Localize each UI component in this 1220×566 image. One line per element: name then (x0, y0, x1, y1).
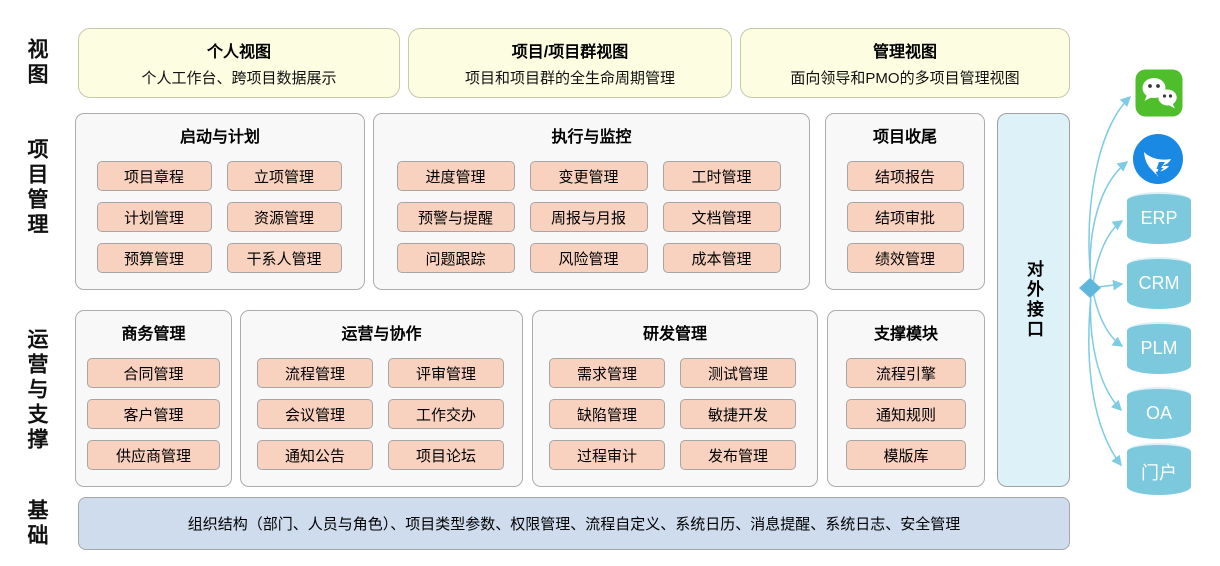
cylinder-shape (1127, 292, 1191, 309)
foundation-bar: 组织结构（部门、人员与角色）、项目类型参数、权限管理、流程自定义、系统日历、消息… (78, 497, 1070, 550)
module-box: 供应商管理 (87, 440, 220, 470)
cylinder-shape (1127, 422, 1191, 439)
view-box-project: 项目/项目群视图 项目和项目群的全生命周期管理 (408, 28, 732, 98)
system-cylinder-portal: 门户 (1127, 443, 1191, 495)
section-support-modules: 支撑模块 流程引擎 通知规则 模版库 (827, 310, 985, 487)
view-title: 管理视图 (872, 44, 937, 61)
view-subtitle: 项目和项目群的全生命周期管理 (464, 70, 675, 87)
module-box: 结项审批 (846, 202, 964, 232)
module-box: 成本管理 (662, 243, 781, 273)
cylinder-shape (1127, 357, 1191, 374)
cylinder-shape (1127, 443, 1191, 460)
module-box: 周报与月报 (529, 202, 648, 232)
section-title: 研发管理 (642, 326, 707, 343)
section-business: 商务管理 合同管理 客户管理 供应商管理 (75, 310, 232, 487)
module-box: 变更管理 (529, 161, 648, 191)
external-interface-label: 对外接口 (1024, 260, 1043, 340)
module-box: 预警与提醒 (396, 202, 515, 232)
module-box: 需求管理 (549, 358, 665, 388)
view-box-personal: 个人视图 个人工作台、跨项目数据展示 (78, 28, 400, 98)
connector-arrows (1079, 95, 1132, 467)
rail-label-foundation: 基础 (25, 499, 48, 549)
system-label: 门户 (1141, 463, 1177, 483)
system-cylinder-crm: CRM (1127, 257, 1191, 309)
view-subtitle: 面向领导和PMO的多项目管理视图 (790, 70, 1020, 87)
view-title: 项目/项目群视图 (511, 44, 629, 61)
module-box: 模版库 (846, 440, 966, 470)
rail-label-project-management: 项目管理 (25, 138, 48, 238)
cylinder-shape (1127, 192, 1191, 209)
rail-label-operations-support: 运营与支撑 (25, 328, 48, 453)
wechat-icon (1135, 69, 1183, 117)
section-title: 支撑模块 (873, 326, 938, 343)
hub-diamond (1079, 278, 1101, 298)
module-box: 项目章程 (96, 161, 212, 191)
section-title: 商务管理 (121, 326, 186, 343)
cylinder-shape (1127, 322, 1191, 339)
section-execution-monitoring: 执行与监控 进度管理 变更管理 工时管理 预警与提醒 周报与月报 文档管理 问题… (373, 113, 810, 290)
module-box: 项目论坛 (388, 440, 504, 470)
foundation-text: 组织结构（部门、人员与角色）、项目类型参数、权限管理、流程自定义、系统日历、消息… (187, 516, 961, 533)
module-box: 流程引擎 (846, 358, 966, 388)
system-cylinder-plm: PLM (1127, 322, 1191, 374)
module-box: 预算管理 (96, 243, 212, 273)
module-box: 绩效管理 (846, 243, 964, 273)
section-title: 运营与协作 (341, 326, 422, 343)
module-box: 工作交办 (388, 399, 504, 429)
module-box: 通知规则 (846, 399, 966, 429)
module-box: 发布管理 (680, 440, 796, 470)
dingtalk-icon (1133, 134, 1183, 184)
module-box: 合同管理 (87, 358, 220, 388)
external-interface-bar: 对外接口 (997, 113, 1070, 487)
system-label: ERP (1140, 208, 1178, 228)
module-box: 立项管理 (226, 161, 342, 191)
system-label: PLM (1140, 338, 1178, 358)
system-cylinder-oa: OA (1127, 387, 1191, 439)
rail-label-views: 视图 (25, 38, 48, 88)
system-label: CRM (1138, 273, 1180, 293)
section-closure: 项目收尾 结项报告 结项审批 绩效管理 (825, 113, 985, 290)
module-box: 评审管理 (388, 358, 504, 388)
cylinder-shape (1127, 387, 1191, 404)
view-box-management: 管理视图 面向领导和PMO的多项目管理视图 (740, 28, 1070, 98)
module-box: 结项报告 (846, 161, 964, 191)
section-title: 项目收尾 (872, 129, 937, 146)
section-initiation-planning: 启动与计划 项目章程 立项管理 计划管理 资源管理 预算管理 干系人管理 (75, 113, 365, 290)
cylinder-shape (1127, 227, 1191, 244)
section-rd-management: 研发管理 需求管理 测试管理 缺陷管理 敏捷开发 过程审计 发布管理 (532, 310, 818, 487)
module-box: 资源管理 (226, 202, 342, 232)
section-operations-collaboration: 运营与协作 流程管理 评审管理 会议管理 工作交办 通知公告 项目论坛 (240, 310, 523, 487)
module-box: 风险管理 (529, 243, 648, 273)
cylinder-shape (1127, 257, 1191, 274)
cylinder-shape (1127, 478, 1191, 495)
view-title: 个人视图 (206, 44, 271, 61)
module-box: 计划管理 (96, 202, 212, 232)
module-box: 工时管理 (662, 161, 781, 191)
module-box: 进度管理 (396, 161, 515, 191)
system-cylinder-erp: ERP (1127, 192, 1191, 244)
module-box: 干系人管理 (226, 243, 342, 273)
module-box: 测试管理 (680, 358, 796, 388)
module-box: 通知公告 (257, 440, 373, 470)
section-title: 启动与计划 (179, 129, 260, 146)
view-subtitle: 个人工作台、跨项目数据展示 (141, 70, 337, 87)
module-box: 会议管理 (257, 399, 373, 429)
module-box: 客户管理 (87, 399, 220, 429)
module-box: 问题跟踪 (396, 243, 515, 273)
module-box: 过程审计 (549, 440, 665, 470)
module-box: 文档管理 (662, 202, 781, 232)
section-title: 执行与监控 (551, 129, 632, 146)
module-box: 流程管理 (257, 358, 373, 388)
module-box: 敏捷开发 (680, 399, 796, 429)
system-label: OA (1145, 403, 1172, 423)
module-box: 缺陷管理 (549, 399, 665, 429)
